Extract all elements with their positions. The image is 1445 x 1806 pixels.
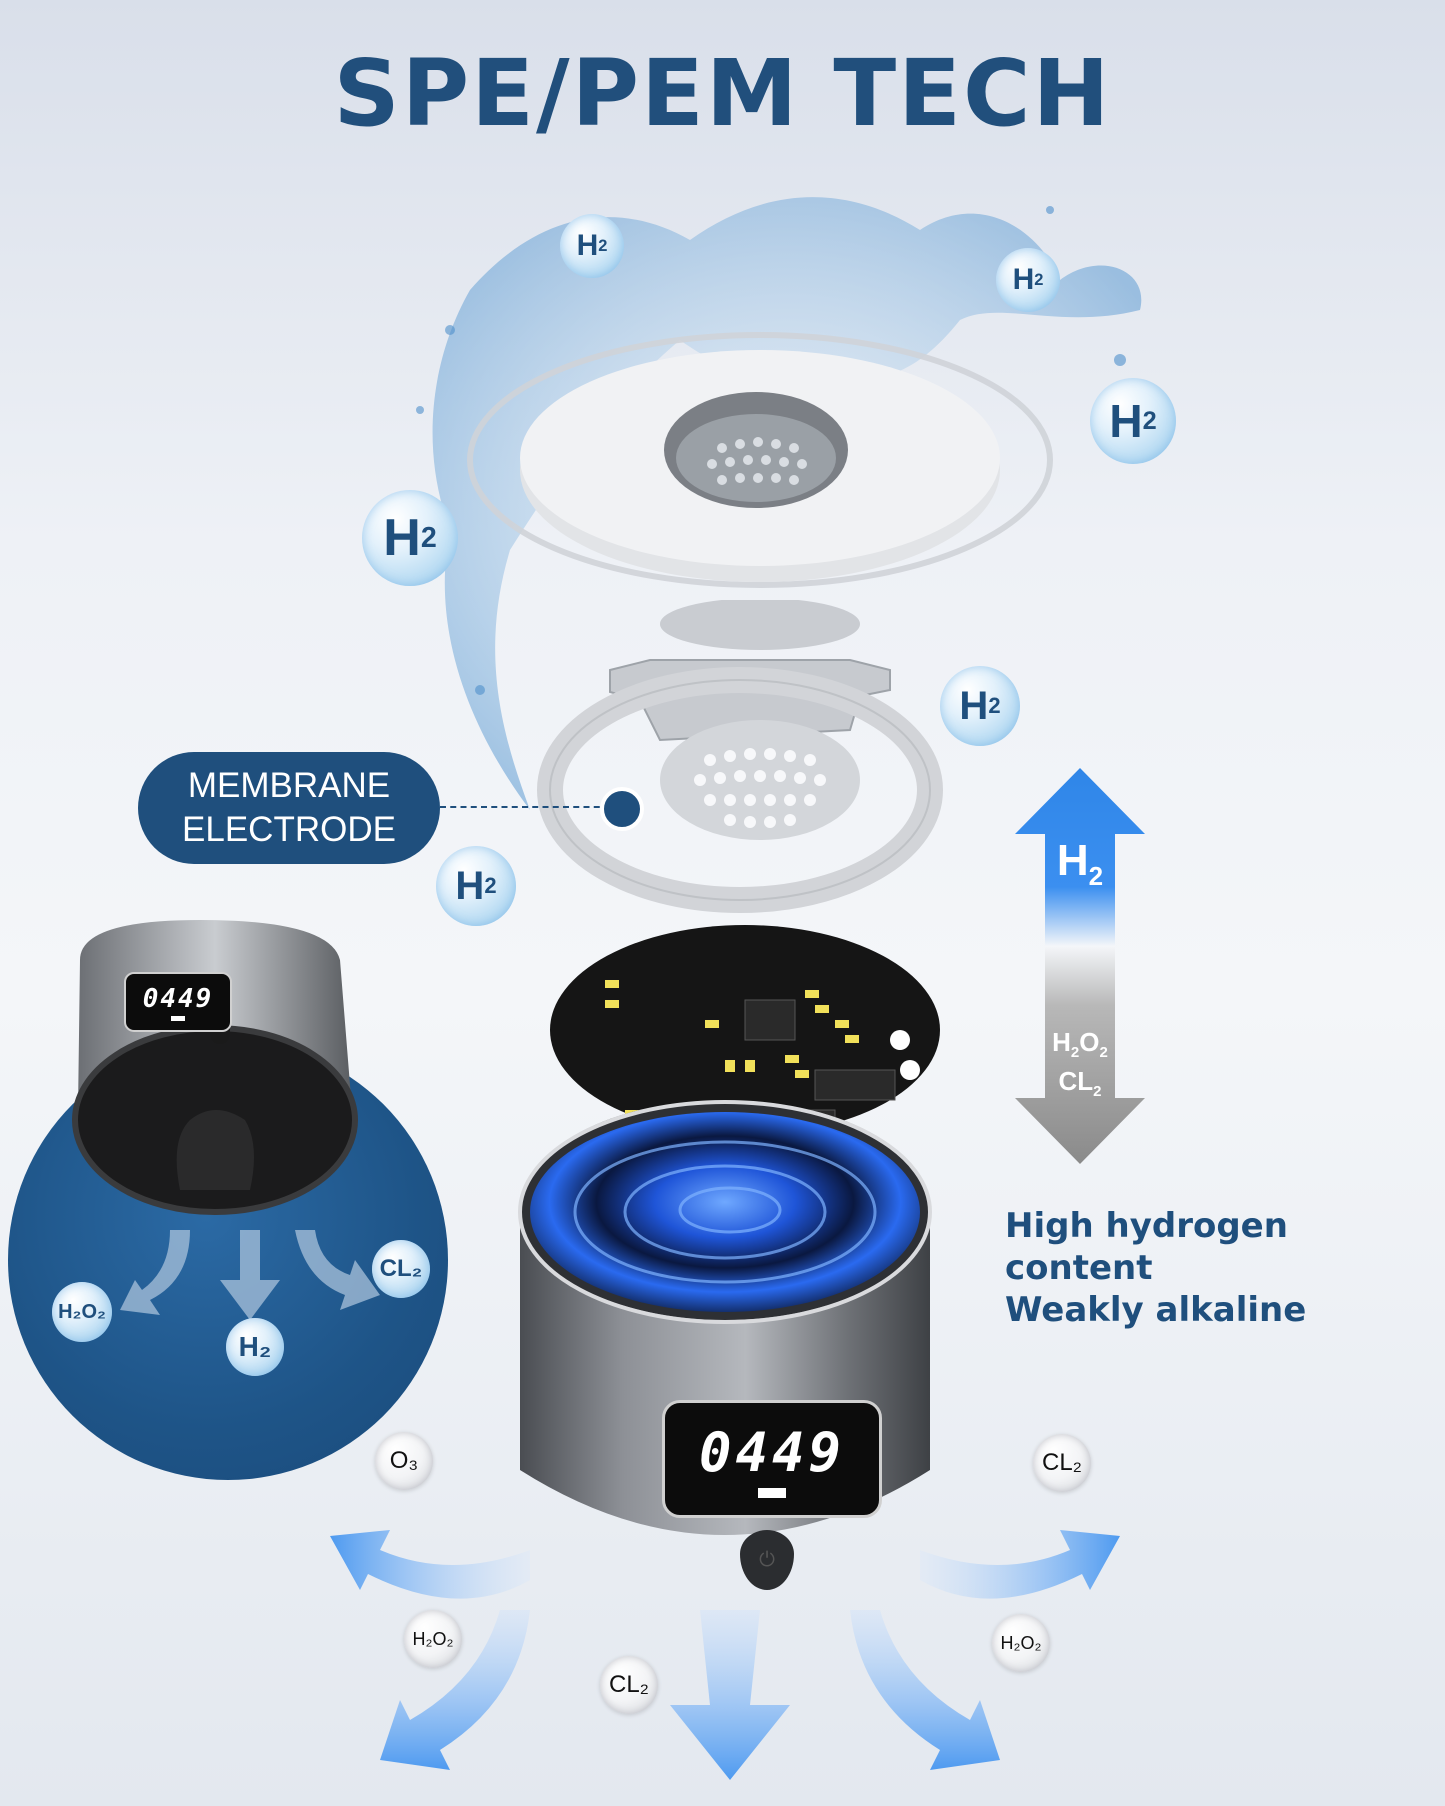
inset-flow-arrows — [120, 1230, 380, 1320]
claim-weakly-alkaline: Weakly alkaline — [1005, 1290, 1307, 1330]
display-value: 0449 — [698, 1420, 846, 1484]
callout-dot — [600, 787, 644, 831]
h2o2-bubble: H₂O₂ — [404, 1610, 462, 1668]
battery-icon — [758, 1487, 786, 1498]
top-membrane-disc — [467, 332, 1053, 588]
arrow-label-byproducts: H2O2 CL2 — [1052, 1027, 1108, 1101]
device-lcd-display: 0449 — [662, 1400, 882, 1518]
battery-icon — [171, 1015, 185, 1021]
device-bottom-view — [72, 920, 358, 1215]
feature-claims: High hydrogen content Weakly alkaline — [1005, 1205, 1445, 1331]
cl2-bubble: CL₂ — [1033, 1434, 1091, 1492]
h2-bubble: H₂ — [226, 1318, 284, 1376]
h2o2-bubble: H₂O₂ — [52, 1282, 112, 1342]
arrow-label-h2: H2 — [1056, 836, 1104, 891]
emission-arrows — [330, 1530, 1120, 1780]
inset-lcd-display: 0449 — [124, 972, 232, 1032]
h2o2-bubble: H₂O₂ — [992, 1614, 1050, 1672]
power-icon: ⏻ — [759, 1548, 775, 1571]
o3-bubble: O₃ — [375, 1432, 433, 1490]
electrode-mesh-stack — [537, 600, 943, 913]
page-title: SPE/PEM TECH — [333, 40, 1112, 147]
cl2-bubble: CL₂ — [372, 1240, 430, 1298]
cl2-bubble: CL₂ — [600, 1656, 658, 1714]
claim-high-hydrogen: High hydrogen content — [1005, 1206, 1288, 1288]
membrane-electrode-callout: MEMBRANE ELECTRODE — [138, 752, 440, 864]
callout-leader-line — [440, 806, 610, 808]
power-button[interactable]: ⏻ — [740, 1530, 794, 1590]
separation-double-arrow — [1015, 768, 1145, 1164]
